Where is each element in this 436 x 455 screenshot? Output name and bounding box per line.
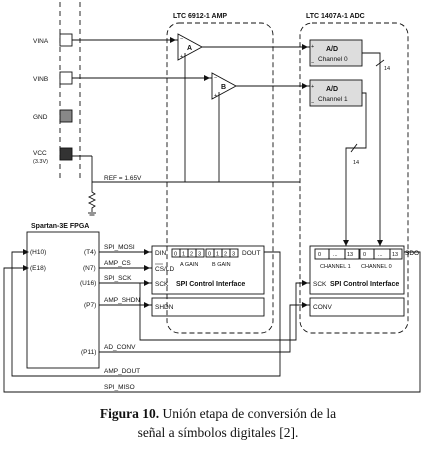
ad-ch1-label: A/D — [326, 86, 338, 93]
adc-shift-register — [314, 248, 403, 260]
svg-text:+: + — [311, 44, 314, 50]
ad-ch0-name: Channel 0 — [318, 56, 348, 63]
svg-text:−: − — [311, 60, 314, 66]
sig-amp-shdn: AMP_SHDN — [104, 297, 140, 304]
svg-text:+: + — [214, 93, 217, 99]
label-vinb: VINB — [33, 76, 48, 83]
amp-a-label: A — [187, 45, 192, 52]
pad-vcc — [59, 147, 73, 161]
amp-bit-4: 0 — [208, 252, 211, 258]
amp-csld: CS/LD — [155, 266, 174, 273]
bus-channel-1 — [345, 92, 367, 246]
amp-bit-5: 1 — [216, 252, 219, 258]
svg-text:+: + — [180, 54, 183, 60]
resistor — [87, 182, 97, 212]
pad-vina — [59, 33, 73, 47]
svg-text:−: − — [214, 75, 217, 81]
wire-ad-conv — [99, 304, 310, 353]
amp-bit-3: 3 — [198, 252, 201, 258]
label-vcc-volt: (3.3V) — [33, 159, 48, 165]
pin-u16: (U16) — [80, 280, 96, 287]
caption-label: Figura 10. — [99, 406, 160, 421]
adc-spi-title: SPI Control Interface — [330, 281, 399, 288]
amp-sck: SCK — [155, 281, 169, 288]
amp-spi-title: SPI Control Interface — [176, 281, 245, 288]
adc-cell-2: 13 — [347, 252, 353, 258]
amp-din: DIN — [155, 250, 167, 257]
adc-ch0-label: CHANNEL 0 — [361, 264, 392, 270]
sig-amp-cs: AMP_CS — [104, 260, 131, 267]
amp-a-gain: A GAIN — [180, 262, 198, 268]
wire-amp-dout — [11, 251, 281, 377]
bus1-width: 14 — [353, 160, 359, 166]
label-gnd: GND — [33, 114, 48, 121]
amp-dout: DOUT — [242, 250, 260, 257]
sig-spi-miso: SPI_MISO — [104, 384, 135, 391]
amp-title: LTC 6912-1 AMP — [173, 13, 227, 20]
adc-conv: CONV — [313, 304, 332, 311]
adc-conv-box — [309, 297, 405, 317]
amp-shdn: SHDN — [155, 304, 174, 311]
adc-ch1-label: CHANNEL 1 — [320, 264, 351, 270]
bus-channel-0 — [362, 52, 381, 246]
adc-cell-1: ... — [333, 252, 338, 258]
wire-spi-miso — [3, 251, 421, 393]
pin-p11: (P11) — [81, 349, 96, 356]
amp-spi-interface — [151, 245, 265, 295]
wire-spi-sck-to-adc — [139, 282, 310, 341]
arrow-ch1 — [302, 83, 308, 89]
ad-ch1-name: Channel 1 — [318, 96, 348, 103]
caption-line-2: señal a símbolos digitales [2]. — [137, 425, 299, 440]
pad-vinb — [59, 71, 73, 85]
adc-title: LTC 1407A-1 ADC — [306, 13, 365, 20]
caption-line-1: Unión etapa de conversión de la — [162, 406, 337, 421]
fpga-block — [26, 231, 100, 369]
amp-bit-2: 2 — [190, 252, 193, 258]
adc-sck: SCK — [313, 281, 327, 288]
amp-b-gain: B GAIN — [212, 262, 231, 268]
label-vcc: VCC — [33, 150, 47, 157]
amp-gain-bits — [171, 248, 239, 258]
bus0-width: 14 — [384, 66, 390, 72]
pin-t4: (T4) — [84, 249, 96, 256]
adc-cell-3: 0 — [363, 252, 366, 258]
pad-gnd — [59, 109, 73, 123]
amplifier-b — [211, 72, 237, 100]
svg-text:−: − — [180, 36, 183, 42]
pin-p7: (P7) — [84, 302, 96, 309]
svg-text:−: − — [311, 100, 314, 106]
amp-dashed-box — [166, 22, 274, 334]
label-ref: REF = 1.65V — [104, 175, 142, 182]
sig-ad-conv: AD_CONV — [104, 344, 136, 351]
adc-cell-5: 13 — [392, 252, 398, 258]
sig-spi-mosi: SPI_MOSI — [104, 244, 135, 251]
svg-text:+: + — [311, 84, 314, 90]
fpga-title: Spartan-3E FPGA — [31, 223, 89, 230]
amp-shdn-box — [151, 297, 265, 317]
amplifier-a — [177, 33, 203, 61]
adc-dashed-box — [299, 22, 409, 334]
amp-b-label: B — [221, 84, 226, 91]
figure-caption: Figura 10. Unión etapa de conversión de … — [0, 404, 436, 442]
sig-amp-dout: AMP_DOUT — [104, 368, 140, 375]
amp-bit-1: 1 — [182, 252, 185, 258]
ad-ch0-label: A/D — [326, 46, 338, 53]
amp-bit-0: 0 — [174, 252, 177, 258]
pin-h10: (H10) — [30, 249, 46, 256]
adc-cell-0: 0 — [318, 252, 321, 258]
amp-bit-6: 2 — [224, 252, 227, 258]
arrow-ch0 — [302, 44, 308, 50]
adc-spi-interface — [309, 245, 405, 295]
pin-e18: (E18) — [30, 265, 46, 272]
sig-spi-sck: SPI_SCK — [104, 275, 132, 282]
adc-cell-4: ... — [378, 252, 383, 258]
amp-bit-7: 3 — [232, 252, 235, 258]
adc-sdo: SDO — [405, 250, 419, 257]
circuit-diagram: LTC 6912-1 AMP LTC 1407A-1 ADC A B − + −… — [3, 2, 421, 393]
pin-n7: (N7) — [83, 265, 96, 272]
label-vina: VINA — [33, 38, 49, 45]
